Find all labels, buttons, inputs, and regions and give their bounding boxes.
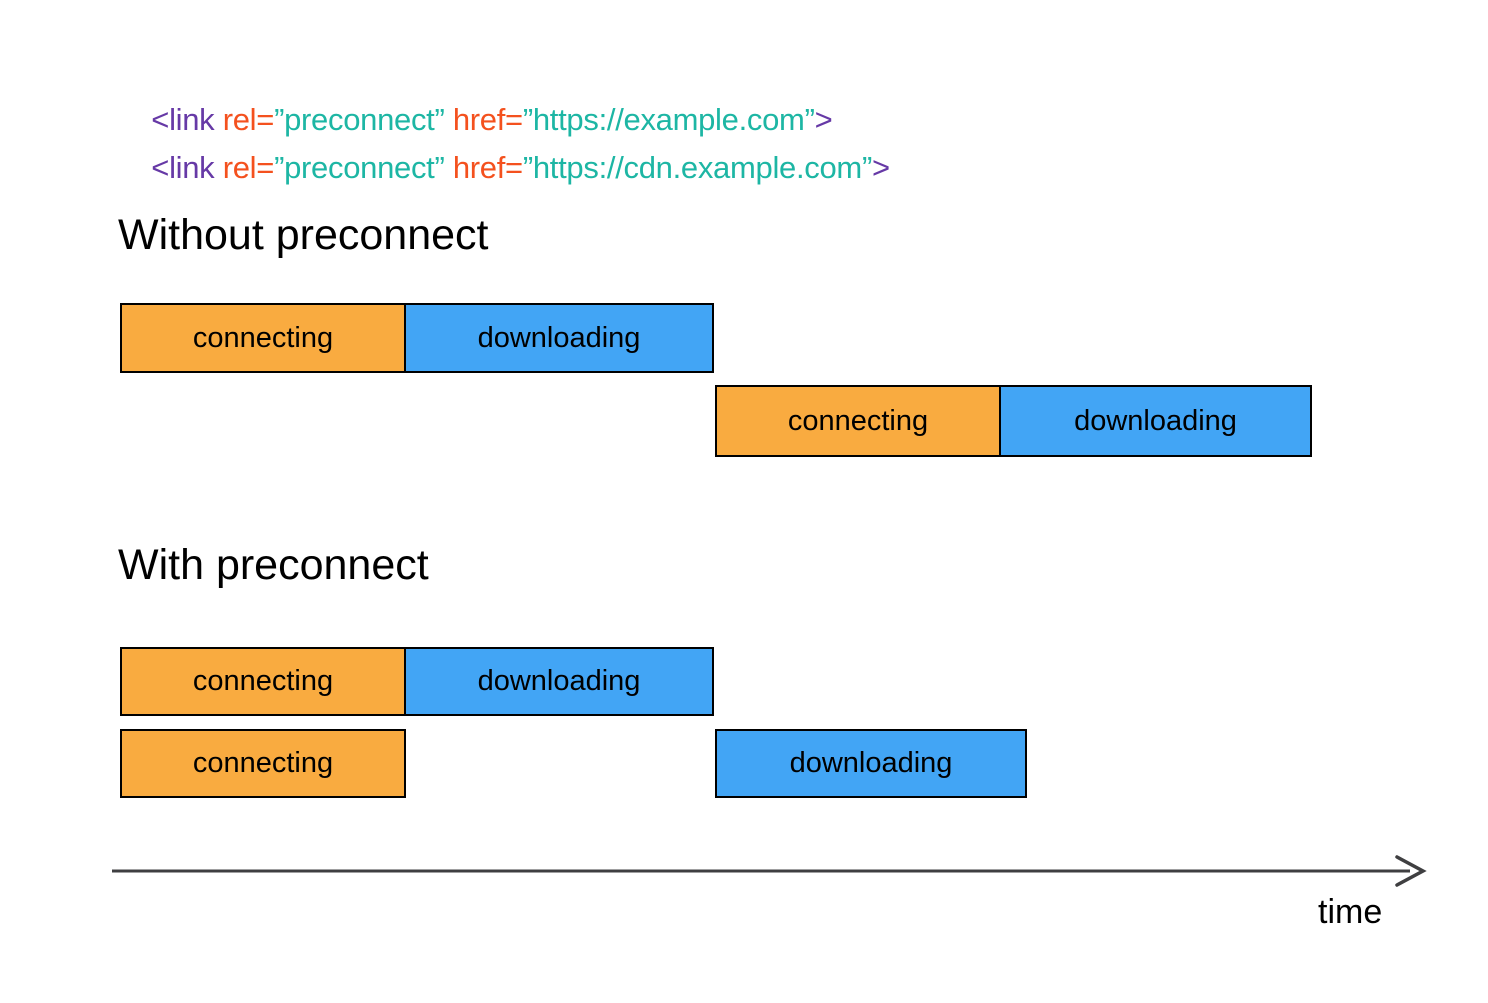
- bar-label: downloading: [477, 321, 641, 354]
- time-axis: [112, 855, 1427, 887]
- code-token-string: ”https://example.com”: [522, 102, 815, 137]
- code-token-attr: href=: [452, 150, 523, 185]
- code-token-tag: >: [871, 150, 890, 185]
- bar-label: downloading: [477, 665, 641, 697]
- code-line-1: <link rel=”preconnect” href=”https://exa…: [118, 66, 832, 174]
- bar-downloading: downloading: [999, 385, 1312, 457]
- bar-connecting: connecting: [715, 385, 1001, 457]
- bar-label: connecting: [787, 404, 929, 437]
- bar-connecting: connecting: [120, 303, 406, 373]
- code-token-string: ”preconnect”: [274, 102, 453, 137]
- bar-connecting: connecting: [120, 647, 406, 716]
- code-token-attr: rel=: [222, 102, 275, 137]
- section-title-without-preconnect: Without preconnect: [118, 211, 489, 259]
- bar-label: connecting: [192, 665, 334, 697]
- code-token-tag: <link: [151, 102, 223, 137]
- time-axis-label: time: [1318, 893, 1383, 931]
- code-token-string: ”preconnect”: [274, 150, 453, 185]
- code-line-2: <link rel=”preconnect” href=”https://cdn…: [118, 114, 890, 222]
- code-token-attr: rel=: [222, 150, 275, 185]
- code-token-attr: href=: [452, 102, 523, 137]
- code-token-tag: >: [814, 102, 833, 137]
- bar-label: downloading: [789, 747, 953, 779]
- code-token-tag: <link: [151, 150, 223, 185]
- bar-label: downloading: [1074, 404, 1237, 437]
- bar-connecting: connecting: [120, 729, 406, 798]
- section-title-with-preconnect: With preconnect: [118, 541, 429, 589]
- bar-label: connecting: [192, 321, 334, 354]
- code-token-string: ”https://cdn.example.com”: [522, 150, 872, 185]
- bar-label: connecting: [192, 747, 334, 779]
- bar-downloading: downloading: [404, 647, 714, 716]
- arrow-right-icon: [1395, 855, 1427, 887]
- bar-downloading: downloading: [404, 303, 714, 373]
- bar-downloading: downloading: [715, 729, 1027, 798]
